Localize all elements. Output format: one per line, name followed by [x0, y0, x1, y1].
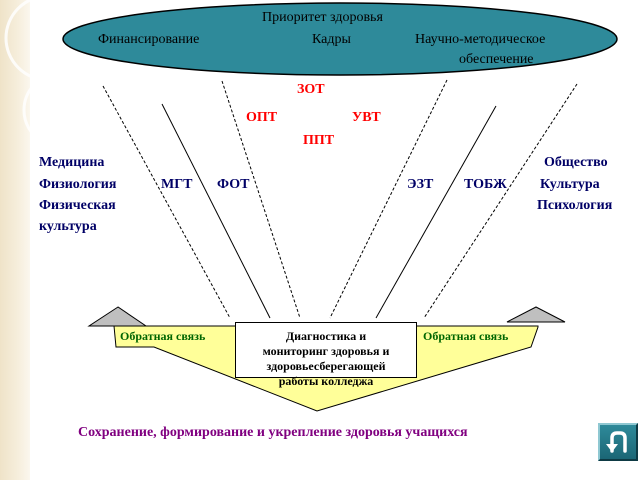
- connector-line: [375, 105, 497, 319]
- item-financing: Финансирование: [98, 32, 200, 47]
- priority-title: Приоритет здоровья: [262, 10, 383, 25]
- left-culture: культура: [39, 219, 97, 234]
- left-physiology: Физиология: [39, 177, 117, 192]
- label-tobzh: ТОБЖ: [464, 177, 507, 192]
- connector-line: [423, 83, 578, 319]
- diagnostics-line: здоровьесберегающей: [266, 359, 386, 373]
- return-arrow-icon: [606, 431, 627, 453]
- return-button[interactable]: [598, 423, 638, 461]
- connector-line: [221, 80, 301, 319]
- label-opt: ОПТ: [246, 110, 278, 125]
- connector-line: [161, 103, 271, 319]
- diagnostics-line: работы колледжа: [278, 374, 374, 388]
- decorative-circles: [4, 0, 98, 148]
- diagnostics-box: Диагностика и мониторинг здоровья и здор…: [235, 322, 417, 388]
- diagnostics-line: Диагностика и: [285, 329, 367, 343]
- left-medicine: Медицина: [39, 155, 105, 170]
- feedback-left-label: Обратная связь: [120, 329, 206, 343]
- decorative-left-strip: [0, 0, 30, 480]
- feedback-right-label: Обратная связь: [423, 329, 509, 343]
- feedback-arrow-right-icon: [506, 306, 566, 323]
- result-statement: Сохранение, формирование и укрепление зд…: [78, 425, 468, 440]
- right-psychology: Психология: [537, 198, 613, 213]
- label-mgt: МГТ: [161, 177, 193, 192]
- decorative-circle: [22, 72, 98, 148]
- item-personnel: Кадры: [312, 32, 351, 47]
- diagnostics-line: мониторинг здоровья и: [262, 344, 390, 358]
- label-ppt: ППТ: [303, 133, 335, 148]
- right-culture: Культура: [540, 177, 600, 192]
- left-physical: Физическая: [39, 198, 116, 213]
- item-support: обеспечение: [459, 52, 534, 67]
- connector-line: [329, 79, 448, 319]
- label-zot: ЗОТ: [297, 82, 325, 97]
- feedback-arrow-left-icon: [87, 306, 148, 327]
- connector-lines: [102, 79, 578, 319]
- priority-ellipse: [62, 2, 618, 76]
- item-methodical: Научно-методическое: [415, 32, 546, 47]
- connector-line: [102, 85, 231, 319]
- label-fot: ФОТ: [217, 177, 250, 192]
- right-society: Общество: [544, 155, 608, 170]
- label-uvt: УВТ: [352, 110, 381, 125]
- label-ezt: ЭЗТ: [407, 177, 434, 192]
